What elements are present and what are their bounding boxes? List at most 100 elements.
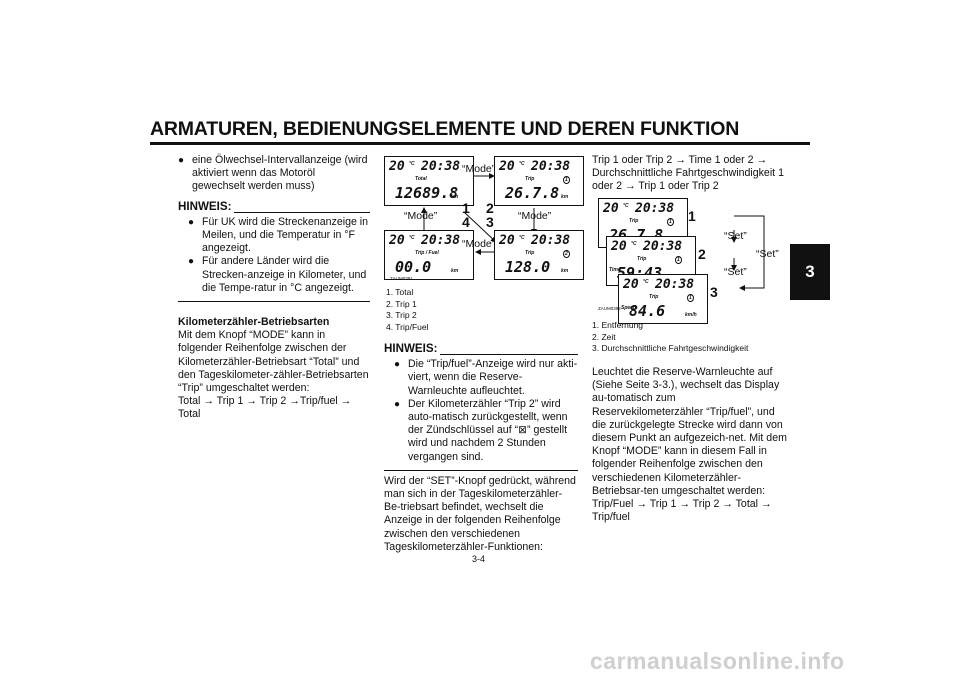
degree-celsius-icon: °C: [631, 241, 637, 247]
caption-item: 4. Trip/Fuel: [386, 321, 429, 332]
set-label: “Set”: [724, 230, 747, 242]
lcd-mode-label: Trip: [629, 218, 639, 224]
column-3-intro: Trip 1 oder Trip 2 → Time 1 oder 2 → Dur…: [592, 154, 788, 194]
divider: [384, 469, 578, 471]
lcd-temperature: 20: [499, 159, 515, 174]
section-text: Mit dem Knopf “MODE” kann in folgender R…: [178, 329, 369, 395]
lcd-mode-label: Trip: [649, 294, 659, 300]
callout-number: 2: [698, 246, 706, 262]
lcd-trip-number: 1: [687, 294, 694, 302]
callout-number: 2: [486, 200, 494, 216]
lcd-mode-label: Trip: [525, 250, 535, 256]
lcd-mode-label: Trip / Fuel: [415, 250, 439, 256]
caption-item: 2. Trip 1: [386, 298, 417, 309]
lcd-clock: 20:38: [421, 233, 461, 248]
lcd-mode-label: Trip: [637, 256, 647, 262]
watermark: carmanualsonline.info: [590, 648, 845, 674]
reserve-sequence: Trip/Fuel → Trip 1 → Trip 2 → Total → Tr…: [592, 498, 772, 524]
lcd-unit: km/h: [685, 312, 697, 318]
lcd-temperature: 20: [499, 233, 515, 248]
figure-1-captions: 1. Total 2. Trip 1 3. Trip 2 4. Trip/Fue…: [386, 287, 429, 333]
lcd-clock: 20:38: [643, 239, 683, 254]
figure-code: ZAUM0392: [598, 306, 621, 311]
hinweis-label: HINWEIS:: [178, 199, 232, 213]
lcd-temperature: 20: [623, 277, 639, 292]
degree-celsius-icon: °C: [643, 279, 649, 285]
lcd-odometer: 128.0: [505, 258, 551, 276]
callout-number: 1: [462, 200, 470, 216]
caption-item: 1. Entfernung: [592, 320, 644, 330]
column-1: eine Ölwechsel-Intervallanzeige (wird ak…: [178, 154, 370, 422]
mode-sequence: Total → Trip 1 → Trip 2 →Trip/fuel → Tot…: [178, 395, 352, 421]
caption-item: 1. Total: [386, 287, 414, 297]
lcd-trip-number: 2: [563, 250, 570, 258]
hinweis-heading-1: HINWEIS:: [178, 200, 370, 213]
mode-label: “Mode”: [462, 163, 496, 175]
lcd-clock: 20:38: [421, 159, 461, 174]
figure-arrows: [731, 215, 765, 291]
lcd-temperature: 20: [389, 159, 405, 174]
lcd-odometer: 00.0: [395, 258, 432, 276]
lcd-odometer: 12689.8: [395, 184, 459, 202]
hinweis-label: HINWEIS:: [384, 342, 438, 355]
figure-2-captions: 1. Entfernung 2. Zeit 3. Durchschnittlic…: [592, 320, 748, 355]
lcd-unit: km: [561, 194, 569, 200]
bullet-oil-interval: eine Ölwechsel-Intervallanzeige (wird ak…: [178, 154, 370, 194]
page-number: 3-4: [472, 554, 486, 564]
trip-sequence: Trip 1 oder Trip 2 → Time 1 oder 2 → Dur…: [592, 154, 784, 193]
lcd-side-label: Speed: [621, 305, 637, 311]
lcd-clock: 20:38: [531, 233, 571, 248]
lcd-trip-number: 1: [563, 176, 570, 184]
lcd-clock: 20:38: [655, 277, 695, 292]
lcd-clock: 20:38: [531, 159, 571, 174]
callout-number: 3: [710, 284, 718, 300]
figure-arrows: [421, 173, 537, 255]
lcd-trip-number: 1: [675, 256, 682, 264]
lcd-temperature: 20: [611, 239, 627, 254]
lcd-side-label: Time: [609, 267, 621, 273]
header-rule: [150, 142, 810, 145]
caption-item: 2. Zeit: [592, 331, 616, 342]
hinweis-item: Für andere Länder wird die Strecken-anze…: [188, 255, 370, 295]
degree-celsius-icon: °C: [519, 161, 525, 167]
callout-number: 3: [486, 214, 494, 230]
set-label: “Set”: [756, 248, 779, 260]
mode-label: “Mode”: [404, 210, 438, 222]
reserve-text: Leuchtet die Reserve-Warnleuchte auf (Si…: [592, 366, 787, 497]
lcd-odometer: 84.6: [629, 302, 666, 320]
lcd-unit: km: [561, 268, 569, 274]
lcd-temperature: 20: [389, 233, 405, 248]
degree-celsius-icon: °C: [409, 161, 415, 167]
callout-number: 4: [462, 214, 470, 230]
lcd-mode-label: Total: [415, 176, 427, 182]
callout-number: 1: [688, 208, 696, 224]
set-button-text: Wird der “SET”-Knopf gedrückt, während m…: [384, 474, 576, 553]
lcd-clock: 20:38: [635, 201, 675, 216]
page-header-title: ARMATUREN, BEDIENUNGSELEMENTE UND DEREN …: [150, 118, 740, 140]
degree-celsius-icon: °C: [519, 235, 525, 241]
figure-code: ZAUM0391: [390, 276, 413, 281]
degree-celsius-icon: °C: [623, 203, 629, 209]
lcd-unit: km: [451, 194, 459, 200]
column-3-body: Leuchtet die Reserve-Warnleuchte auf (Si…: [592, 366, 788, 524]
lcd-trip-number: 1: [667, 218, 674, 226]
figure-trip-functions: 2020:38Trip126.7.8km°C2020:38Trip159:43T…: [594, 196, 784, 324]
section-title: Kilometerzähler-Betriebsarten: [178, 316, 330, 329]
divider: [178, 301, 370, 303]
hinweis-item: Die “Trip/fuel”-Anzeige wird nur akti-vi…: [394, 358, 578, 398]
hinweis-heading-2: HINWEIS:: [384, 342, 578, 356]
lcd-temperature: 20: [603, 201, 619, 216]
hinweis-item: Für UK wird die Streckenanzeige in Meile…: [188, 216, 370, 256]
lcd-odometer: 26.7.8: [505, 184, 560, 202]
lcd-mode-label: Trip: [525, 176, 535, 182]
hinweis-item: Der Kilometerzähler “Trip 2” wird auto-m…: [394, 398, 578, 464]
caption-item: 3. Durchschnittliche Fahrtgeschwindigkei…: [592, 343, 749, 354]
chapter-tab: 3: [790, 244, 830, 300]
set-label: “Set”: [724, 266, 747, 278]
degree-celsius-icon: °C: [409, 235, 415, 241]
